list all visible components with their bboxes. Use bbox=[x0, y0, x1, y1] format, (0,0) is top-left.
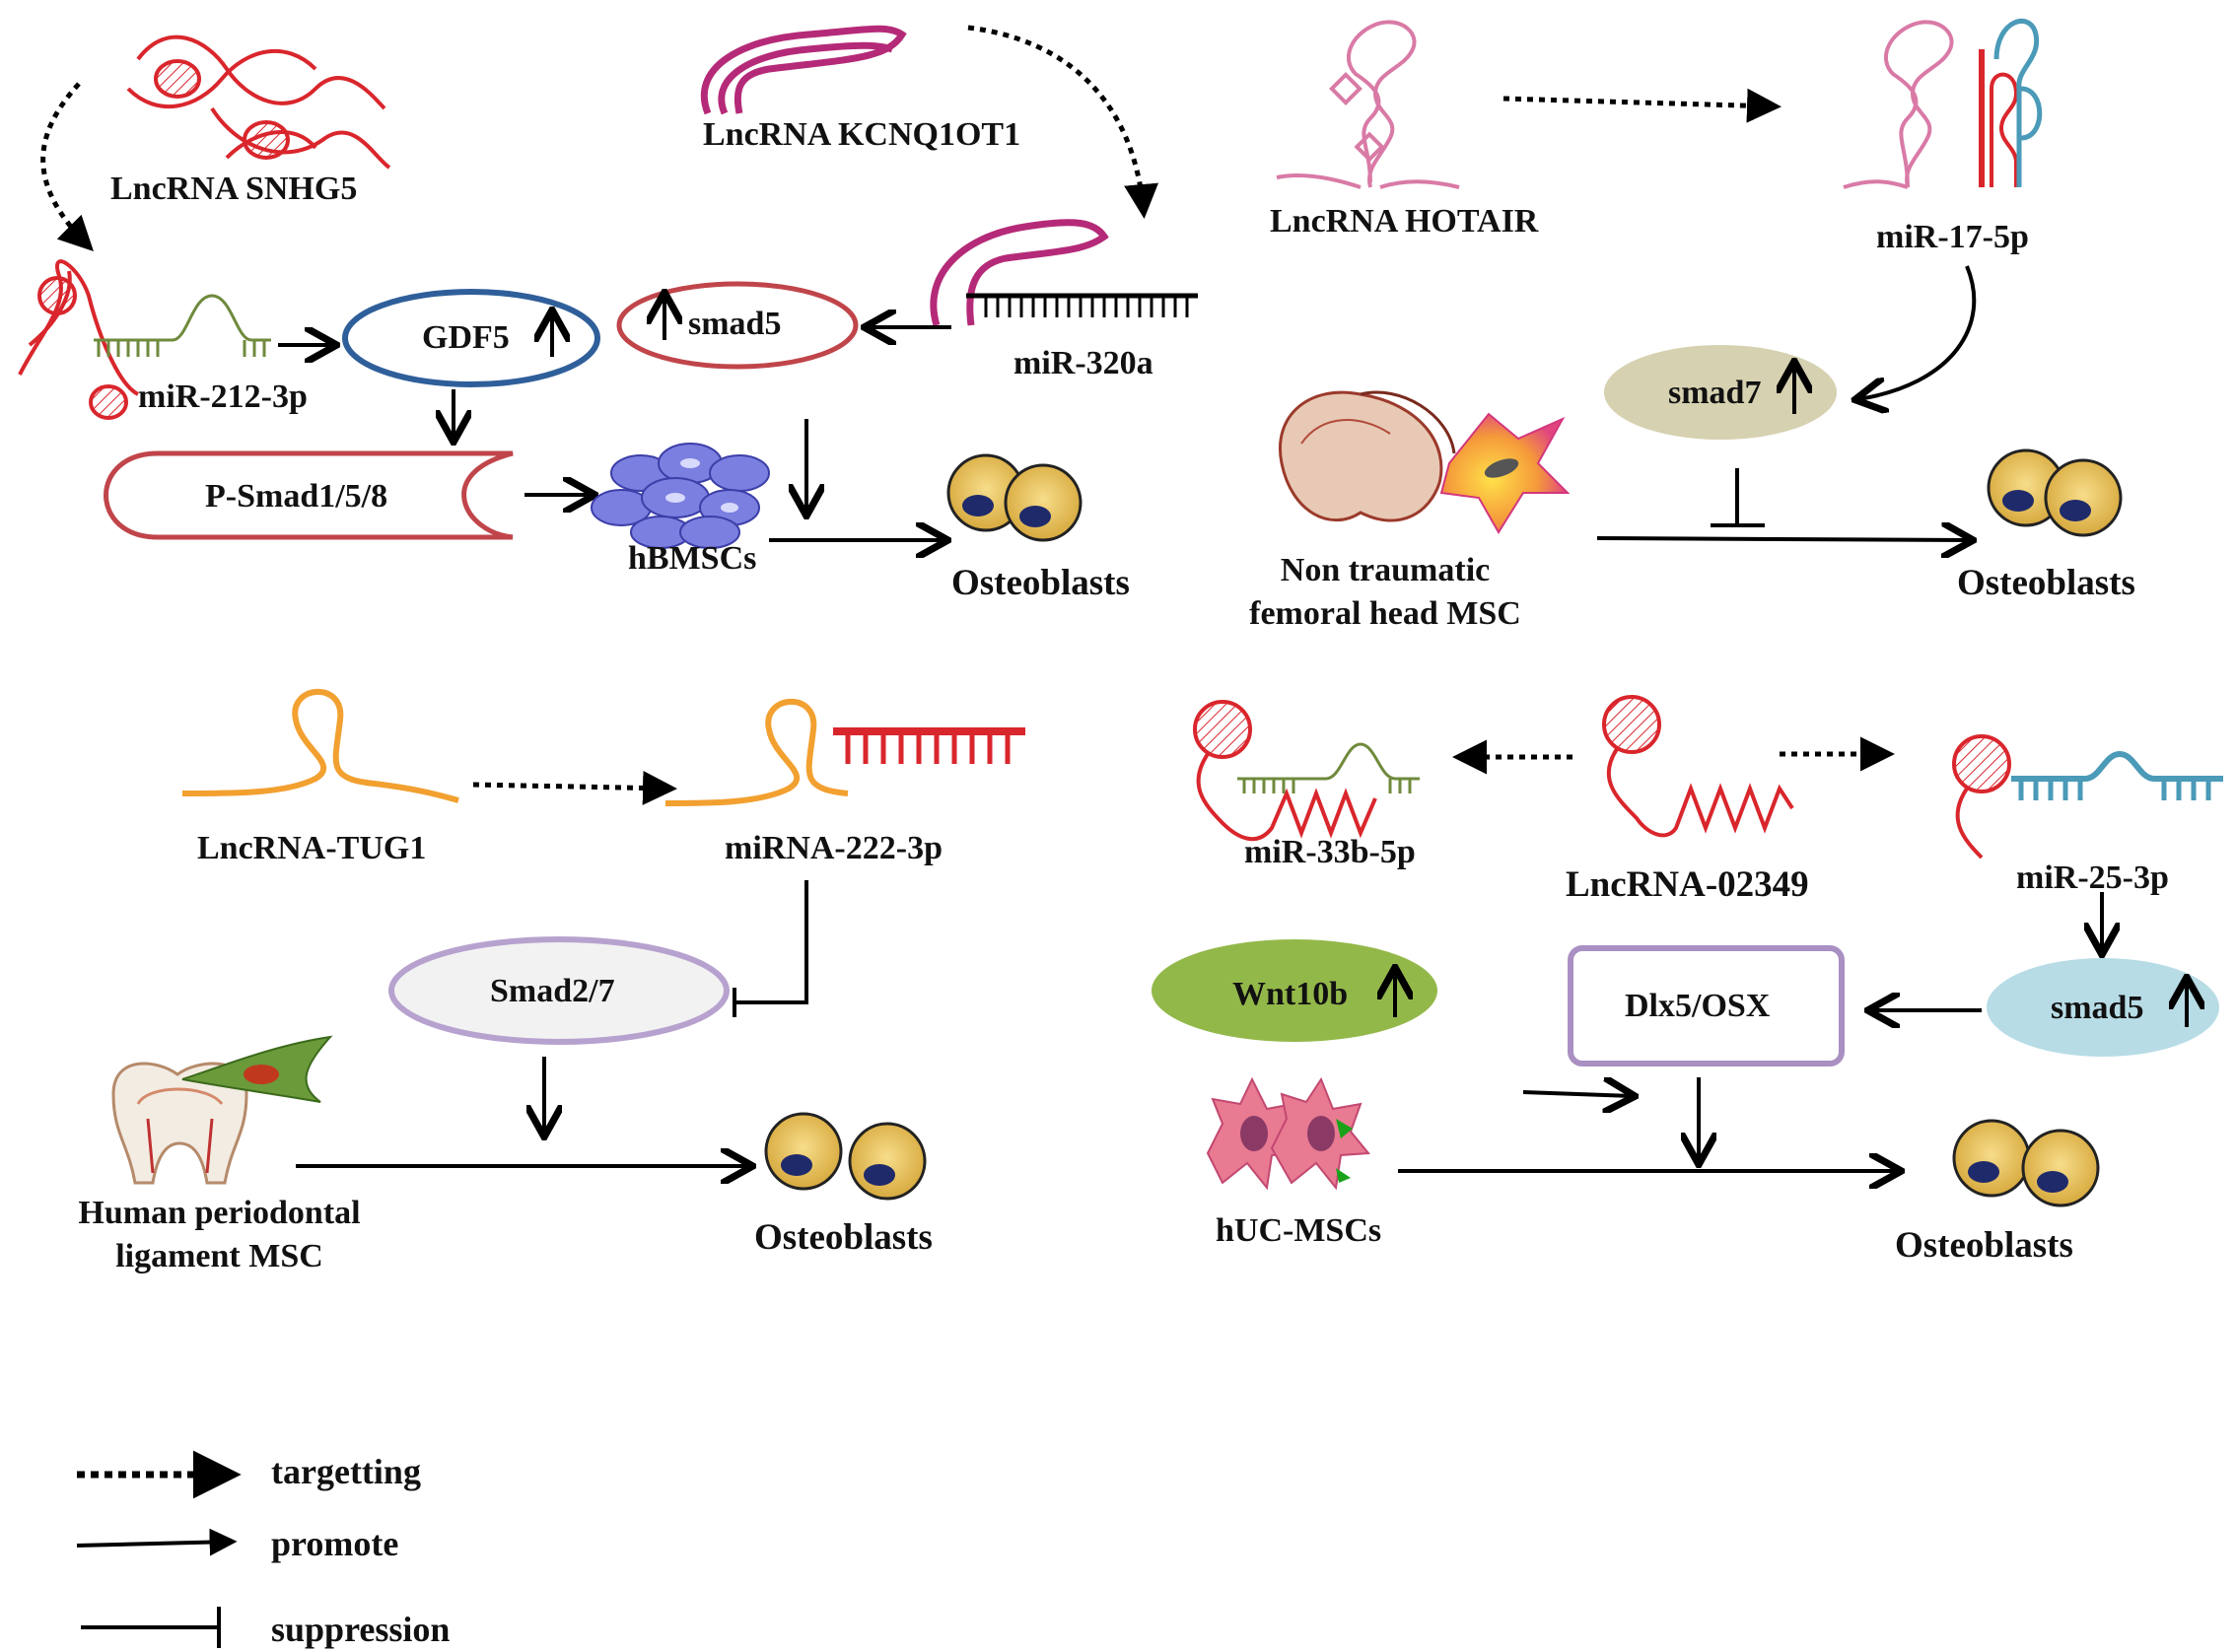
legend-promote-label: promote bbox=[271, 1524, 399, 1563]
osteoblasts-label: Osteoblasts bbox=[1895, 1225, 2073, 1266]
mirna-hairpin-icon bbox=[664, 698, 1025, 806]
msc-cell-icon bbox=[591, 443, 770, 549]
legend-suppression-symbol bbox=[81, 1607, 221, 1648]
smad5-label: smad5 bbox=[2051, 990, 2144, 1026]
panel-kcnq1ot1 bbox=[616, 25, 1198, 513]
osteoblasts-label: Osteoblasts bbox=[754, 1217, 933, 1258]
hbmscs-label: hBMSCs bbox=[628, 540, 757, 577]
mir320a-label: miR-320a bbox=[1013, 345, 1153, 381]
promote-arrow bbox=[1596, 538, 1970, 540]
hucmscs-label: hUC-MSCs bbox=[1216, 1212, 1382, 1249]
lncrna-strand-icon bbox=[930, 219, 1109, 327]
mir222-label: miRNA-222-3p bbox=[725, 830, 943, 866]
osteoblast-cells-icon bbox=[764, 1112, 927, 1201]
targeting-arrow bbox=[40, 82, 94, 251]
osteoblast-cells-icon bbox=[1952, 1119, 2100, 1207]
promote-arrow bbox=[1522, 1092, 1632, 1096]
kcnq1ot1-label: LncRNA KCNQ1OT1 bbox=[703, 116, 1021, 153]
panel-hotair bbox=[1276, 18, 2123, 540]
femoral-msc-label-2: femoral head MSC bbox=[1249, 595, 1521, 632]
smad5-label: smad5 bbox=[688, 306, 782, 342]
msc-cell-icon bbox=[1206, 1076, 1370, 1191]
mirna-hairpin-icon bbox=[966, 293, 1198, 317]
panel-tug1 bbox=[111, 688, 1025, 1201]
lnc02349-label: LncRNA-02349 bbox=[1566, 864, 1809, 905]
mir33b-label: miR-33b-5p bbox=[1244, 834, 1416, 870]
gdf5-label: GDF5 bbox=[422, 319, 510, 356]
osteoblasts-label: Osteoblasts bbox=[1957, 563, 2135, 603]
panel-snhg5 bbox=[18, 34, 1083, 549]
wnt10b-node bbox=[1152, 939, 1437, 1042]
hotair-label: LncRNA HOTAIR bbox=[1270, 203, 1539, 240]
dna-helix-icon bbox=[18, 259, 140, 420]
targeting-arrow bbox=[472, 770, 677, 805]
lncrna-strand-icon bbox=[181, 688, 459, 803]
periodontal-msc-label-2: ligament MSC bbox=[115, 1238, 323, 1274]
dlx5-osx-node bbox=[1568, 945, 1845, 1067]
mirna-hairpin-icon bbox=[1952, 734, 2223, 860]
osteoblast-cells-icon bbox=[946, 453, 1083, 542]
panel-02349 bbox=[1152, 695, 2223, 1207]
targeting-arrow bbox=[1502, 88, 1782, 123]
dna-helix-icon bbox=[126, 34, 391, 170]
promote-arrow bbox=[1858, 265, 1977, 399]
legend-promote-symbol bbox=[76, 1528, 238, 1556]
msc-cell-icon bbox=[1439, 412, 1571, 534]
dlx5-osx-label: Dlx5/OSX bbox=[1625, 988, 1771, 1024]
osteoblasts-label: Osteoblasts bbox=[951, 563, 1130, 603]
suppression-bar bbox=[733, 880, 808, 1017]
smad27-node bbox=[388, 936, 730, 1045]
femoral-msc-label-1: Non traumatic bbox=[1280, 552, 1491, 588]
mir25-label: miR-25-3p bbox=[2016, 860, 2169, 896]
mir212-label: miR-212-3p bbox=[138, 379, 308, 415]
wnt10b-label: Wnt10b bbox=[1232, 976, 1349, 1012]
tooth-icon bbox=[111, 1062, 248, 1185]
targeting-arrow bbox=[967, 25, 1158, 219]
legend-suppression-label: suppression bbox=[271, 1610, 451, 1649]
psmad-label: P-Smad1/5/8 bbox=[205, 478, 388, 515]
legend bbox=[76, 1450, 242, 1648]
legend-targeting-label: targetting bbox=[271, 1452, 421, 1491]
mir17-label: miR-17-5p bbox=[1876, 219, 2029, 255]
tug1-label: LncRNA-TUG1 bbox=[197, 830, 427, 866]
psmad-node bbox=[104, 450, 514, 540]
femoral-head-icon bbox=[1279, 390, 1456, 522]
snhg5-label: LncRNA SNHG5 bbox=[110, 171, 358, 207]
mirna-hairpin-icon bbox=[1843, 18, 2043, 189]
lncrna-strand-icon bbox=[700, 25, 907, 115]
lncrna-strand-icon bbox=[1602, 695, 1794, 838]
mirna-hairpin-icon bbox=[1193, 700, 1420, 842]
msc-cell-icon bbox=[181, 1035, 333, 1103]
periodontal-msc-label-1: Human periodontal bbox=[78, 1195, 361, 1231]
lncrna-strand-icon bbox=[1276, 20, 1460, 189]
smad7-label: smad7 bbox=[1668, 375, 1762, 411]
smad5-node bbox=[1987, 958, 2219, 1057]
smad27-label: Smad2/7 bbox=[490, 973, 615, 1009]
osteoblast-cells-icon bbox=[1987, 448, 2123, 537]
suppression-bar bbox=[1711, 468, 1765, 527]
mirna-hairpin-icon bbox=[94, 294, 271, 357]
